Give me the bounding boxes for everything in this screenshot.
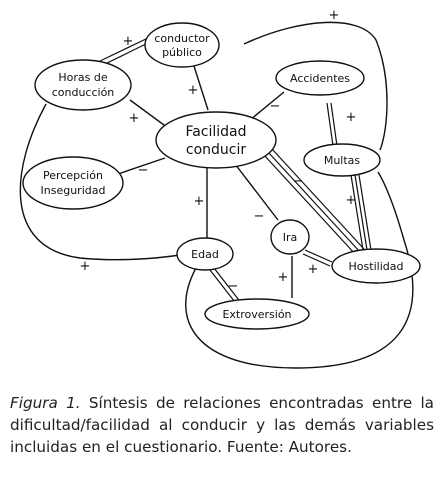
sign-edad-extroversion: − bbox=[228, 279, 239, 294]
node-conductor-publico bbox=[144, 22, 220, 68]
label-accidentes: Accidentes bbox=[290, 72, 350, 85]
sign-facilidad-edad: + bbox=[194, 194, 205, 209]
edge-conductor-multas bbox=[243, 21, 388, 151]
edge-facilidad-hostilidad bbox=[263, 148, 365, 256]
sign-percepcion-facilidad: − bbox=[138, 163, 149, 178]
figure-label: Figura 1. bbox=[10, 394, 81, 412]
edge-ira-hostilidad bbox=[302, 249, 333, 267]
sign-accidentes-multas: + bbox=[346, 110, 357, 125]
edge-conductor-facilidad bbox=[192, 62, 209, 111]
sign-conductor-facilidad: + bbox=[188, 83, 199, 98]
edge-accidentes-multas bbox=[326, 102, 338, 147]
edge-horas-conductor bbox=[97, 37, 151, 67]
node-extroversion bbox=[204, 298, 310, 330]
edge-horas-edad bbox=[19, 103, 181, 261]
node-accidentes bbox=[275, 60, 365, 96]
figure-caption-text: Síntesis de relaciones encontradas entre… bbox=[10, 394, 434, 456]
node-multas bbox=[303, 143, 381, 177]
sign-facilidad-ira: − bbox=[254, 209, 265, 224]
label-edad: Edad bbox=[191, 248, 219, 261]
edge-horas-facilidad bbox=[129, 99, 169, 129]
node-horas-conduccion bbox=[34, 59, 132, 111]
sign-ira-hostilidad: + bbox=[308, 262, 319, 277]
sign-horas-edad: + bbox=[80, 259, 91, 274]
sign-horas-conductor: + bbox=[123, 34, 134, 49]
sign-ira-extroversion: + bbox=[278, 270, 289, 285]
node-ira bbox=[270, 219, 310, 255]
edge-accidentes-facilidad bbox=[249, 91, 285, 121]
label-extroversion: Extroversión bbox=[222, 308, 291, 321]
edge-percepcion-facilidad bbox=[114, 157, 166, 176]
sign-multas-hostilidad: + bbox=[346, 193, 357, 208]
node-hostilidad bbox=[331, 248, 421, 284]
node-edad bbox=[176, 237, 234, 271]
node-facilidad-conducir bbox=[155, 111, 277, 169]
sign-top-right: + bbox=[329, 8, 340, 23]
sign-horas-facilidad: + bbox=[129, 111, 140, 126]
label-ira: Ira bbox=[283, 231, 298, 244]
node-percepcion-inseguridad bbox=[22, 156, 124, 210]
edge-facilidad-ira bbox=[234, 163, 279, 221]
sign-accidentes-facilidad: − bbox=[270, 99, 281, 114]
sign-facilidad-hostilidad: − bbox=[293, 174, 304, 189]
label-hostilidad: Hostilidad bbox=[349, 260, 404, 273]
edge-edad-multas bbox=[185, 171, 414, 369]
label-multas: Multas bbox=[324, 154, 361, 167]
figure-caption: Figura 1. Síntesis de relaciones encontr… bbox=[10, 392, 434, 458]
edge-multas-hostilidad bbox=[350, 174, 372, 251]
